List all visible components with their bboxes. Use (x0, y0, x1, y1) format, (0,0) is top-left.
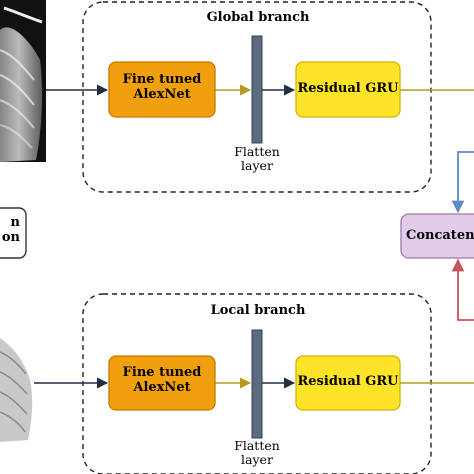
local-flatten-bar (251, 329, 263, 439)
left-box-label: n on (1, 215, 20, 245)
global-flatten-bar (251, 35, 263, 144)
local-branch-title: Local branch (210, 303, 306, 318)
local-xray-image (0, 338, 33, 442)
left-partial-box (0, 207, 27, 259)
local-to-concat-arrow (451, 258, 474, 321)
global-to-concat-arrow (451, 151, 474, 214)
global-alexnet-label: Fine tuned AlexNet (122, 72, 202, 102)
local-flatten-label: Flatten layer (234, 438, 280, 468)
concatenation-label: Concatena (406, 229, 474, 243)
global-xray-image (0, 0, 46, 163)
local-gru-label: Residual GRU (297, 374, 399, 389)
global-gru-label: Residual GRU (297, 81, 399, 96)
concatenation-box (400, 213, 474, 259)
global-flatten-label: Flatten layer (234, 144, 280, 174)
local-alexnet-label: Fine tuned AlexNet (122, 365, 202, 395)
global-branch-container (82, 1, 432, 193)
global-branch-title: Global branch (206, 10, 310, 25)
local-branch-container (82, 293, 432, 474)
